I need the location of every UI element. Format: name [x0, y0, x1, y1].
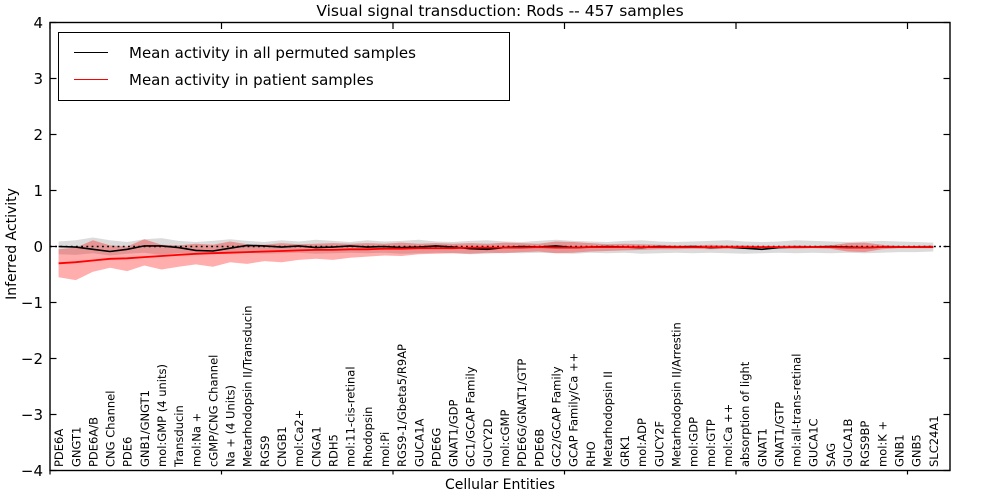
entity-tick-label: PDE6 [121, 437, 135, 467]
entity-tick-label: mol:K + [875, 421, 889, 467]
entity-tick-label: SAG [824, 443, 838, 467]
y-tick-label: 0 [33, 238, 43, 256]
entity-tick-label: mol:Pi [378, 432, 392, 467]
entity-tick-label: PDE6A/B [86, 417, 100, 467]
chart-title: Visual signal transduction: Rods -- 457 … [316, 2, 684, 20]
entity-tick-label: GUCY2F [652, 421, 666, 467]
legend-label-patient: Mean activity in patient samples [129, 70, 374, 89]
entity-tick-label: RGS9 [258, 435, 272, 467]
entity-tick-label: mol:Ca2+ [292, 410, 306, 467]
entity-tick-label: GUCA1A [412, 418, 426, 467]
entity-tick-label: GCAP Family/Ca ++ [567, 353, 581, 467]
y-tick-label: −3 [21, 406, 43, 424]
entity-tick-label: GNAT1/GDP [447, 400, 461, 467]
entity-tick-label: GNAT1 [755, 428, 769, 467]
entity-tick-label: RGS9-1/Gbeta5/R9AP [395, 344, 409, 467]
entity-tick-label: GNGT1 [69, 427, 83, 467]
entity-tick-label: RHO [584, 441, 598, 467]
entity-tick-label: PDE6G [429, 428, 443, 467]
entity-tick-label: mol:GTP [704, 419, 718, 467]
legend-entry-patient: Mean activity in patient samples [59, 66, 509, 93]
y-tick-label: 4 [33, 14, 43, 32]
entity-tick-label: GC2/GCAP Family [549, 366, 563, 467]
entity-tick-label: GNB1 [892, 434, 906, 467]
entity-tick-label: CNG Channel [104, 391, 118, 467]
entity-tick-label: PDE6G/GNAT1/GTP [515, 359, 529, 467]
entity-tick-label: GRK1 [618, 435, 632, 467]
entity-tick-label: RGS9BP [858, 421, 872, 467]
entity-tick-label: GNB1/GNGT1 [138, 390, 152, 467]
permuted-line-swatch-icon [74, 52, 108, 53]
entity-tick-label: Na + (4 Units) [224, 385, 238, 467]
entity-tick-label: mol:11-cis-retinal [344, 366, 358, 467]
legend: Mean activity in all permuted samples Me… [58, 32, 510, 101]
entity-tick-label: mol:all-trans-retinal [790, 354, 804, 467]
entity-tick-label: PDE6A [52, 429, 66, 467]
legend-label-permuted: Mean activity in all permuted samples [129, 43, 416, 62]
patient-mean-line [58, 246, 934, 265]
entity-tick-label: SLC24A1 [927, 415, 941, 467]
y-tick-label: 2 [33, 126, 43, 144]
entity-tick-label: CNGA1 [309, 426, 323, 467]
legend-entry-permuted: Mean activity in all permuted samples [59, 39, 509, 66]
entity-tick-label: CNGB1 [275, 426, 289, 467]
patient-line-swatch-icon [74, 79, 108, 80]
entity-tick-label: Transducin [172, 405, 186, 468]
y-tick-label: 1 [33, 182, 43, 200]
x-axis-label: Cellular Entities [444, 477, 556, 493]
entity-tick-label: absorption of light [738, 361, 752, 467]
entity-tick-label: cGMP/CNG Channel [206, 355, 220, 467]
y-tick-label: −2 [21, 350, 43, 368]
entity-tick-label: mol:Na + [189, 413, 203, 467]
entity-tick-label: mol:Ca ++ [721, 404, 735, 467]
entity-tick-label: Metarhodopsin II/Transducin [241, 305, 255, 467]
entity-tick-label: GNAT1/GTP [772, 402, 786, 467]
entity-tick-label: GC1/GCAP Family [464, 366, 478, 467]
entity-tick-label: RDH5 [327, 434, 341, 467]
y-tick-label: −4 [21, 462, 43, 480]
y-tick-label: 3 [33, 70, 43, 88]
entity-tick-label: mol:cGMP [498, 410, 512, 467]
entity-tick-label: mol:GDP [687, 417, 701, 467]
entity-tick-label: Metarhodopsin II/Arrestin [670, 322, 684, 467]
entity-tick-label: Metarhodopsin II [601, 371, 615, 467]
entity-tick-label: PDE6B [532, 429, 546, 467]
patient-band [58, 239, 934, 281]
y-tick-label: −1 [21, 294, 43, 312]
entity-tick-label: GUCA1C [807, 418, 821, 467]
entity-tick-label: GUCA1B [841, 418, 855, 467]
entity-tick-label: Rhodopsin [361, 407, 375, 467]
entity-tick-label: mol:ADP [635, 418, 649, 467]
entity-tick-label: GUCY2D [481, 419, 495, 467]
entity-tick-label: mol:GMP (4 units) [155, 364, 169, 467]
entity-tick-label: GNB5 [910, 434, 924, 467]
